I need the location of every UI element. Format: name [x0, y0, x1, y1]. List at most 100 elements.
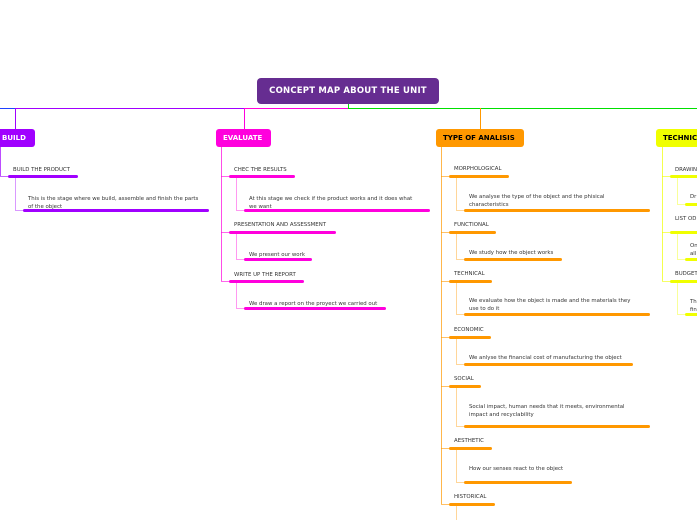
sub-connector — [456, 178, 457, 210]
subtopic-underline — [244, 258, 312, 261]
topic-underline — [449, 503, 495, 506]
topic-label[interactable]: SOCIAL — [454, 376, 474, 382]
sub-connector — [456, 234, 457, 259]
subtopic-line: At this stage we check if the product wo… — [249, 196, 413, 202]
subtopic-text[interactable]: Dr — [690, 193, 696, 201]
connector-line — [348, 108, 697, 109]
connector-line — [221, 176, 229, 177]
topic-label[interactable]: BUILD THE PRODUCT — [13, 167, 70, 173]
sub-connector — [456, 506, 457, 520]
subtopic-text[interactable]: We study how the object works — [469, 249, 553, 257]
subtopic-text[interactable]: This is the stage where we build, assemb… — [28, 195, 198, 211]
connector-line — [244, 108, 348, 109]
subtopic-text[interactable]: We anlyse the financial cost of manufact… — [469, 354, 622, 362]
topic-label[interactable]: TECHNICAL — [454, 271, 485, 277]
subtopic-text[interactable]: On all — [690, 242, 697, 258]
subtopic-text[interactable]: We present our work — [249, 251, 305, 259]
connector-line — [456, 210, 464, 211]
topic-underline — [670, 280, 697, 283]
subtopic-line: we want — [249, 204, 272, 210]
topic-label[interactable]: LIST OD — [675, 216, 697, 222]
connector-line — [441, 504, 449, 505]
topic-label[interactable]: WRITE UP THE REPORT — [234, 272, 296, 278]
connector-line — [244, 108, 245, 129]
subtopic-text[interactable]: Social impact, human needs that it meets… — [469, 403, 625, 419]
connector-line — [677, 204, 685, 205]
topic-underline — [449, 280, 492, 283]
topic-underline — [449, 447, 492, 450]
node-build[interactable]: BUILD — [0, 129, 35, 147]
connector-line — [348, 104, 349, 109]
topic-label[interactable]: FUNCTIONAL — [454, 222, 489, 228]
subtopic-text[interactable]: We analyse the type of the object and th… — [469, 193, 605, 209]
subtopic-line: We study how the object works — [469, 250, 554, 256]
sub-connector — [15, 178, 16, 210]
subtopic-text[interactable]: At this stage we check if the product wo… — [249, 195, 412, 211]
central-topic[interactable]: CONCEPT MAP ABOUT THE UNIT — [257, 78, 439, 104]
sub-connector — [456, 388, 457, 426]
connector-line — [456, 314, 464, 315]
connector-line — [456, 259, 464, 260]
connector-line — [0, 108, 15, 109]
topic-label[interactable]: PRESENTATION AND ASSESSMENT — [234, 222, 327, 228]
subtopic-text[interactable]: We draw a report on the proyect we carri… — [249, 300, 377, 308]
branch-line — [221, 147, 222, 281]
topic-label[interactable]: AESTHETIC — [454, 438, 484, 444]
node-evaluate[interactable]: EVALUATE — [216, 129, 271, 147]
connector-line — [236, 259, 244, 260]
subtopic-line: We anlyse the financial cost of manufact… — [469, 355, 622, 361]
branch-line — [0, 147, 1, 176]
branch-line — [441, 147, 442, 504]
sub-connector — [236, 283, 237, 308]
topic-label[interactable]: DRAWIN — [675, 167, 697, 173]
connector-line — [15, 108, 244, 109]
subtopic-text[interactable]: How our senses react to the object — [469, 465, 563, 473]
subtopic-underline — [464, 481, 572, 484]
connector-line — [480, 108, 481, 129]
topic-label[interactable]: ECONOMIC — [454, 327, 484, 333]
topic-label[interactable]: HISTORICAL — [454, 494, 487, 500]
sub-connector — [456, 450, 457, 482]
subtopic-line: of the object — [28, 204, 63, 210]
connector-line — [441, 232, 449, 233]
subtopic-line: We evaluate how the object is made and t… — [469, 298, 631, 304]
subtopic-underline — [685, 258, 697, 261]
subtopic-line: characteristics — [469, 202, 509, 208]
connector-line — [662, 232, 670, 233]
node-analysis[interactable]: TYPE OF ANALISIS — [436, 129, 524, 147]
topic-underline — [229, 175, 295, 178]
topic-underline — [449, 336, 491, 339]
sub-connector — [236, 178, 237, 210]
subtopic-text[interactable]: We evaluate how the object is made and t… — [469, 297, 630, 313]
connector-line — [441, 337, 449, 338]
connector-line — [441, 386, 449, 387]
topic-underline — [8, 175, 78, 178]
connector-line — [456, 364, 464, 365]
sub-connector — [677, 178, 678, 204]
connector-line — [0, 176, 8, 177]
subtopic-underline — [685, 203, 697, 206]
subtopic-underline — [464, 313, 650, 316]
topic-label[interactable]: CHEC THE RESULTS — [234, 167, 287, 173]
topic-underline — [449, 385, 481, 388]
subtopic-line: Social impact, human needs that it meets… — [469, 404, 625, 410]
subtopic-underline — [464, 258, 562, 261]
connector-line — [236, 308, 244, 309]
subtopic-underline — [685, 313, 697, 316]
subtopic-line: impact and recyclability — [469, 412, 534, 418]
subtopic-line: use to do it — [469, 306, 500, 312]
topic-label[interactable]: MORPHOLOGICAL — [454, 166, 502, 172]
connector-line — [456, 482, 464, 483]
subtopic-line: all — [690, 251, 697, 257]
topic-label[interactable]: BUDGET — [675, 271, 697, 277]
subtopic-line: fin — [690, 307, 697, 313]
topic-underline — [670, 231, 697, 234]
subtopic-line: On — [690, 243, 697, 249]
topic-underline — [229, 231, 336, 234]
sub-connector — [236, 234, 237, 259]
topic-underline — [229, 280, 304, 283]
subtopic-line: How our senses react to the object — [469, 466, 564, 472]
node-technic[interactable]: TECHNIC — [656, 129, 697, 147]
subtopic-underline — [244, 209, 430, 212]
